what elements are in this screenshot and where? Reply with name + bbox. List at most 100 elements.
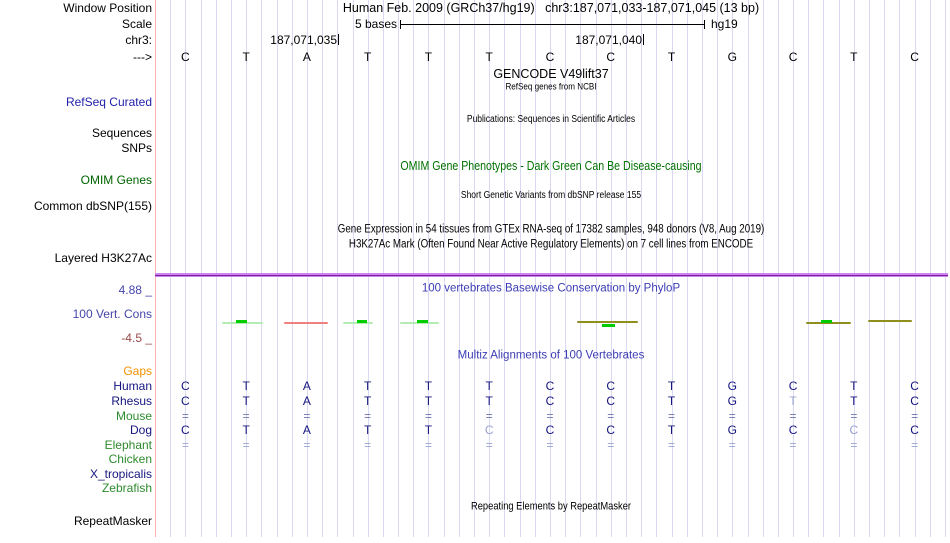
track-label-omim-genes[interactable]: OMIM Genes bbox=[80, 173, 152, 187]
track-title-phylop[interactable]: 100 vertebrates Basewise Conservation by… bbox=[421, 282, 681, 295]
column-guide bbox=[777, 0, 779, 537]
alignment-base: T bbox=[850, 394, 858, 408]
alignment-base: = bbox=[242, 409, 250, 423]
column-guide bbox=[625, 0, 627, 537]
alignment-base: = bbox=[242, 438, 250, 452]
alignment-base: = bbox=[485, 409, 493, 423]
track-title-refseq[interactable]: RefSeq genes from NCBI bbox=[505, 81, 597, 93]
alignment-base: = bbox=[485, 438, 493, 452]
column-guide bbox=[823, 0, 825, 537]
column-guide bbox=[246, 0, 248, 537]
column-guide bbox=[762, 0, 764, 537]
strand-arrow: ---> bbox=[133, 50, 152, 64]
column-guide bbox=[641, 0, 643, 537]
alignment-base: C bbox=[181, 423, 190, 437]
alignment-base: = bbox=[850, 438, 858, 452]
phylop-conservation-dash bbox=[602, 324, 615, 327]
alignment-base: = bbox=[364, 409, 372, 423]
align-row-label-zebrafish[interactable]: Zebrafish bbox=[101, 481, 152, 495]
scale-row-label: Scale bbox=[121, 17, 152, 31]
alignment-base: T bbox=[364, 379, 372, 393]
column-guide bbox=[413, 0, 415, 537]
alignment-base: = bbox=[728, 409, 736, 423]
alignment-base: = bbox=[911, 409, 919, 423]
phylop-conservation-mark bbox=[577, 321, 638, 323]
column-guide bbox=[884, 0, 886, 537]
track-title-dbsnp[interactable]: Short Genetic Variants from dbSNP releas… bbox=[460, 190, 642, 201]
alignment-base: = bbox=[181, 438, 189, 452]
alignment-base: = bbox=[181, 409, 189, 423]
alignment-base: = bbox=[789, 409, 797, 423]
track-label-snps[interactable]: SNPs bbox=[121, 141, 152, 155]
alignment-base: A bbox=[302, 394, 311, 408]
column-guide bbox=[701, 0, 703, 537]
track-label-refseq-curated[interactable]: RefSeq Curated bbox=[65, 95, 152, 109]
track-title-gencode[interactable]: GENCODE V49lift37 bbox=[493, 66, 609, 81]
align-row-label-chicken[interactable]: Chicken bbox=[108, 452, 152, 466]
base-letter: C bbox=[910, 50, 919, 64]
align-row-label-elephant[interactable]: Elephant bbox=[104, 438, 152, 452]
column-guide bbox=[808, 0, 810, 537]
column-guide bbox=[276, 0, 278, 537]
base-letter: C bbox=[545, 50, 555, 64]
base-letter: T bbox=[242, 50, 250, 64]
alignment-base: G bbox=[727, 379, 737, 393]
track-title-repeatmasker[interactable]: Repeating Elements by RepeatMasker bbox=[470, 500, 632, 513]
alignment-base: T bbox=[364, 423, 372, 437]
alignment-base: = bbox=[607, 438, 615, 452]
column-guide bbox=[747, 0, 749, 537]
alignment-base: T bbox=[485, 379, 493, 393]
alignment-base: T bbox=[364, 394, 372, 408]
align-row-label-rhesus[interactable]: Rhesus bbox=[111, 394, 152, 408]
alignment-base: C bbox=[910, 394, 919, 408]
column-guide bbox=[519, 0, 521, 537]
track-label-100-vert-cons[interactable]: 100 Vert. Cons bbox=[72, 307, 152, 321]
phylop-conservation-dash bbox=[236, 320, 247, 323]
alignment-base: C bbox=[788, 423, 798, 437]
alignment-base: C bbox=[545, 394, 555, 408]
track-label-repeatmasker[interactable]: RepeatMasker bbox=[73, 514, 152, 528]
column-guide bbox=[215, 0, 217, 537]
alignment-base: C bbox=[606, 394, 616, 408]
chrom-row-label: chr3: bbox=[125, 33, 152, 47]
alignment-base: A bbox=[302, 379, 311, 393]
track-label-common-dbsnp[interactable]: Common dbSNP(155) bbox=[33, 199, 152, 213]
column-guide bbox=[352, 0, 354, 537]
column-guide bbox=[428, 0, 430, 537]
alignment-base: = bbox=[424, 438, 432, 452]
track-title-gtex[interactable]: Gene Expression in 54 tissues from GTEx … bbox=[337, 223, 765, 236]
layered-h3k27ac-track-band[interactable] bbox=[155, 273, 948, 277]
track-label-layered-h3k27ac[interactable]: Layered H3K27Ac bbox=[54, 251, 152, 265]
phylop-conservation-mark bbox=[222, 322, 263, 324]
assembly-label: hg19 bbox=[711, 17, 738, 31]
column-guide bbox=[565, 0, 567, 537]
alignment-base: T bbox=[424, 394, 433, 408]
alignment-base: = bbox=[668, 409, 676, 423]
alignment-base: = bbox=[303, 409, 311, 423]
alignment-base: C bbox=[910, 423, 919, 437]
track-title-h3k27ac[interactable]: H3K27Ac Mark (Often Found Near Active Re… bbox=[348, 238, 754, 251]
align-row-label-dog[interactable]: Dog bbox=[129, 423, 152, 437]
column-guide bbox=[200, 0, 202, 537]
align-row-label-gaps[interactable]: Gaps bbox=[123, 364, 152, 378]
track-title-multiz[interactable]: Multiz Alignments of 100 Vertebrates bbox=[457, 349, 645, 362]
phylop-conservation-mark bbox=[806, 322, 851, 324]
alignment-base: G bbox=[727, 394, 737, 408]
position-title: Human Feb. 2009 (GRCh37/hg19) chr3:187,0… bbox=[342, 0, 760, 15]
alignment-base: C bbox=[910, 379, 919, 393]
phylop-conservation-mark bbox=[284, 322, 328, 324]
align-row-label-mouse[interactable]: Mouse bbox=[115, 409, 152, 423]
track-label-sequences[interactable]: Sequences bbox=[91, 126, 152, 140]
align-row-label-x-tropicalis[interactable]: X_tropicalis bbox=[89, 467, 152, 481]
alignment-base: C bbox=[788, 379, 798, 393]
alignment-base: = bbox=[728, 438, 736, 452]
track-title-omim[interactable]: OMIM Gene Phenotypes - Dark Green Can Be… bbox=[400, 158, 702, 173]
column-guide bbox=[717, 0, 719, 537]
track-title-publications[interactable]: Publications: Sequences in Scientific Ar… bbox=[466, 114, 636, 125]
alignment-base: T bbox=[667, 379, 676, 393]
alignment-base: = bbox=[607, 409, 615, 423]
window-position-label: Window Position bbox=[63, 1, 152, 15]
column-guide bbox=[367, 0, 369, 537]
base-letter: C bbox=[181, 50, 190, 64]
align-row-label-human[interactable]: Human bbox=[113, 379, 152, 393]
